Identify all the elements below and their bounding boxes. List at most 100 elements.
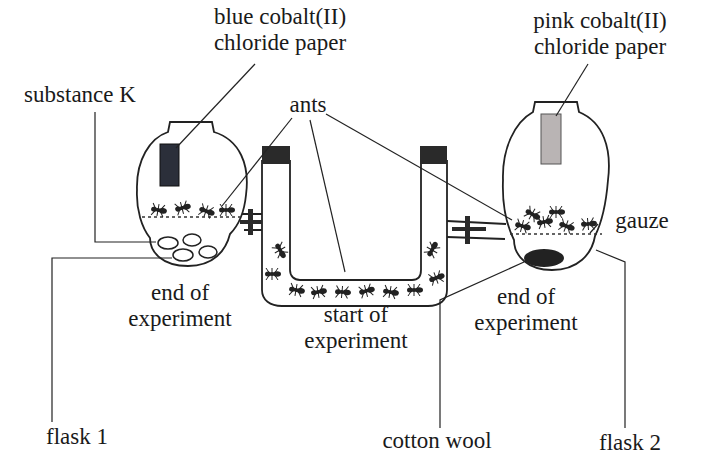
ants-label: ants bbox=[278, 92, 338, 118]
cotton-wool bbox=[524, 249, 564, 267]
ant-leg bbox=[588, 224, 590, 230]
ant-leg bbox=[226, 204, 227, 210]
ant-leg bbox=[590, 223, 595, 229]
ant-leg bbox=[582, 224, 587, 230]
tube-right bbox=[447, 221, 506, 239]
ant-leg bbox=[524, 211, 530, 218]
ant-leg bbox=[428, 242, 435, 248]
ant-leg bbox=[560, 218, 566, 225]
u-tube bbox=[262, 160, 447, 306]
ant-leg bbox=[341, 292, 343, 298]
ant-leg bbox=[428, 273, 434, 280]
ant-leg bbox=[550, 212, 554, 218]
ant-leg bbox=[152, 203, 157, 210]
ant-leg bbox=[524, 221, 529, 228]
ant-leg bbox=[438, 276, 444, 283]
ant bbox=[407, 284, 423, 296]
ant-leg bbox=[206, 212, 212, 219]
paper-label: blue cobalt(II) chloride paper bbox=[182, 4, 378, 56]
gauze-1 bbox=[142, 216, 240, 218]
ant bbox=[219, 204, 235, 216]
clip-right-b bbox=[452, 227, 486, 231]
ant-leg bbox=[424, 249, 431, 255]
ant-leg bbox=[176, 209, 181, 216]
stopper-left bbox=[262, 146, 290, 164]
pink-cobalt-paper bbox=[541, 114, 561, 164]
ant bbox=[427, 269, 446, 286]
ant-leg bbox=[160, 204, 165, 211]
ant-leg bbox=[277, 242, 284, 248]
ant bbox=[310, 285, 328, 300]
ant-leg bbox=[220, 204, 224, 210]
ant-leg bbox=[272, 245, 279, 251]
ant-leg bbox=[318, 292, 319, 298]
stoppers-clips bbox=[240, 146, 486, 244]
ant-leg bbox=[534, 210, 540, 217]
pellet bbox=[199, 246, 217, 258]
ant-leg bbox=[208, 206, 214, 213]
glassware bbox=[137, 102, 609, 306]
ant-leg bbox=[317, 286, 318, 292]
ant-leg bbox=[366, 284, 371, 291]
ant bbox=[557, 218, 576, 235]
ant-leg bbox=[391, 292, 396, 299]
ant-leg bbox=[556, 212, 557, 218]
substance-label: substance K bbox=[10, 82, 150, 108]
ant bbox=[581, 217, 598, 230]
ant-leg bbox=[276, 252, 283, 258]
ant-leg bbox=[151, 209, 156, 216]
leader-lines bbox=[52, 64, 625, 428]
ant-leg bbox=[566, 227, 572, 234]
stage-label: end of experiment bbox=[464, 284, 588, 336]
ant-leg bbox=[206, 205, 208, 211]
flask-1 bbox=[137, 122, 247, 266]
ant-leg bbox=[436, 278, 438, 284]
ant-leg bbox=[198, 209, 204, 216]
ant-leg bbox=[522, 220, 524, 226]
ant-leg bbox=[433, 245, 440, 251]
ant bbox=[174, 200, 193, 216]
ant-leg bbox=[564, 226, 566, 232]
blue-cobalt-paper bbox=[160, 144, 179, 186]
ant-leg bbox=[266, 268, 270, 274]
stage-label: end of experiment bbox=[118, 280, 242, 332]
ant-leg bbox=[228, 204, 232, 210]
clip-left-b bbox=[240, 220, 262, 224]
ant-leg bbox=[368, 289, 373, 296]
ant-leg bbox=[532, 209, 535, 214]
pellet bbox=[173, 249, 193, 261]
gauze-2 bbox=[510, 233, 602, 235]
ant-leg bbox=[281, 249, 288, 255]
stage-label: start of experiment bbox=[292, 302, 420, 354]
stopper-right bbox=[420, 146, 447, 164]
ant bbox=[423, 239, 441, 259]
ant-leg bbox=[180, 202, 182, 208]
ant-leg bbox=[360, 292, 365, 299]
ant-leg bbox=[289, 289, 294, 296]
ant-leg bbox=[295, 290, 296, 296]
ant-leg bbox=[319, 285, 324, 292]
ant-leg bbox=[182, 201, 187, 208]
ant-leg bbox=[342, 286, 344, 292]
ant-leg bbox=[297, 290, 302, 297]
ant-leg bbox=[432, 250, 437, 253]
ant-leg bbox=[527, 206, 533, 213]
ant-leg bbox=[274, 274, 278, 280]
flask-2 bbox=[503, 102, 609, 270]
ant-leg bbox=[389, 292, 390, 298]
ant-leg bbox=[538, 222, 543, 229]
ant bbox=[265, 268, 281, 280]
ant-leg bbox=[589, 217, 594, 223]
ant-body bbox=[366, 286, 375, 293]
leader bbox=[176, 64, 255, 148]
ant-leg bbox=[184, 206, 189, 213]
ant-leg bbox=[392, 286, 397, 293]
ant-leg bbox=[275, 250, 280, 253]
ant-leg bbox=[414, 290, 415, 296]
flask-label: flask 2 bbox=[580, 430, 680, 456]
leader bbox=[310, 120, 345, 272]
ant-leg bbox=[384, 285, 389, 292]
ant bbox=[271, 241, 289, 261]
ant-leg bbox=[226, 210, 227, 216]
